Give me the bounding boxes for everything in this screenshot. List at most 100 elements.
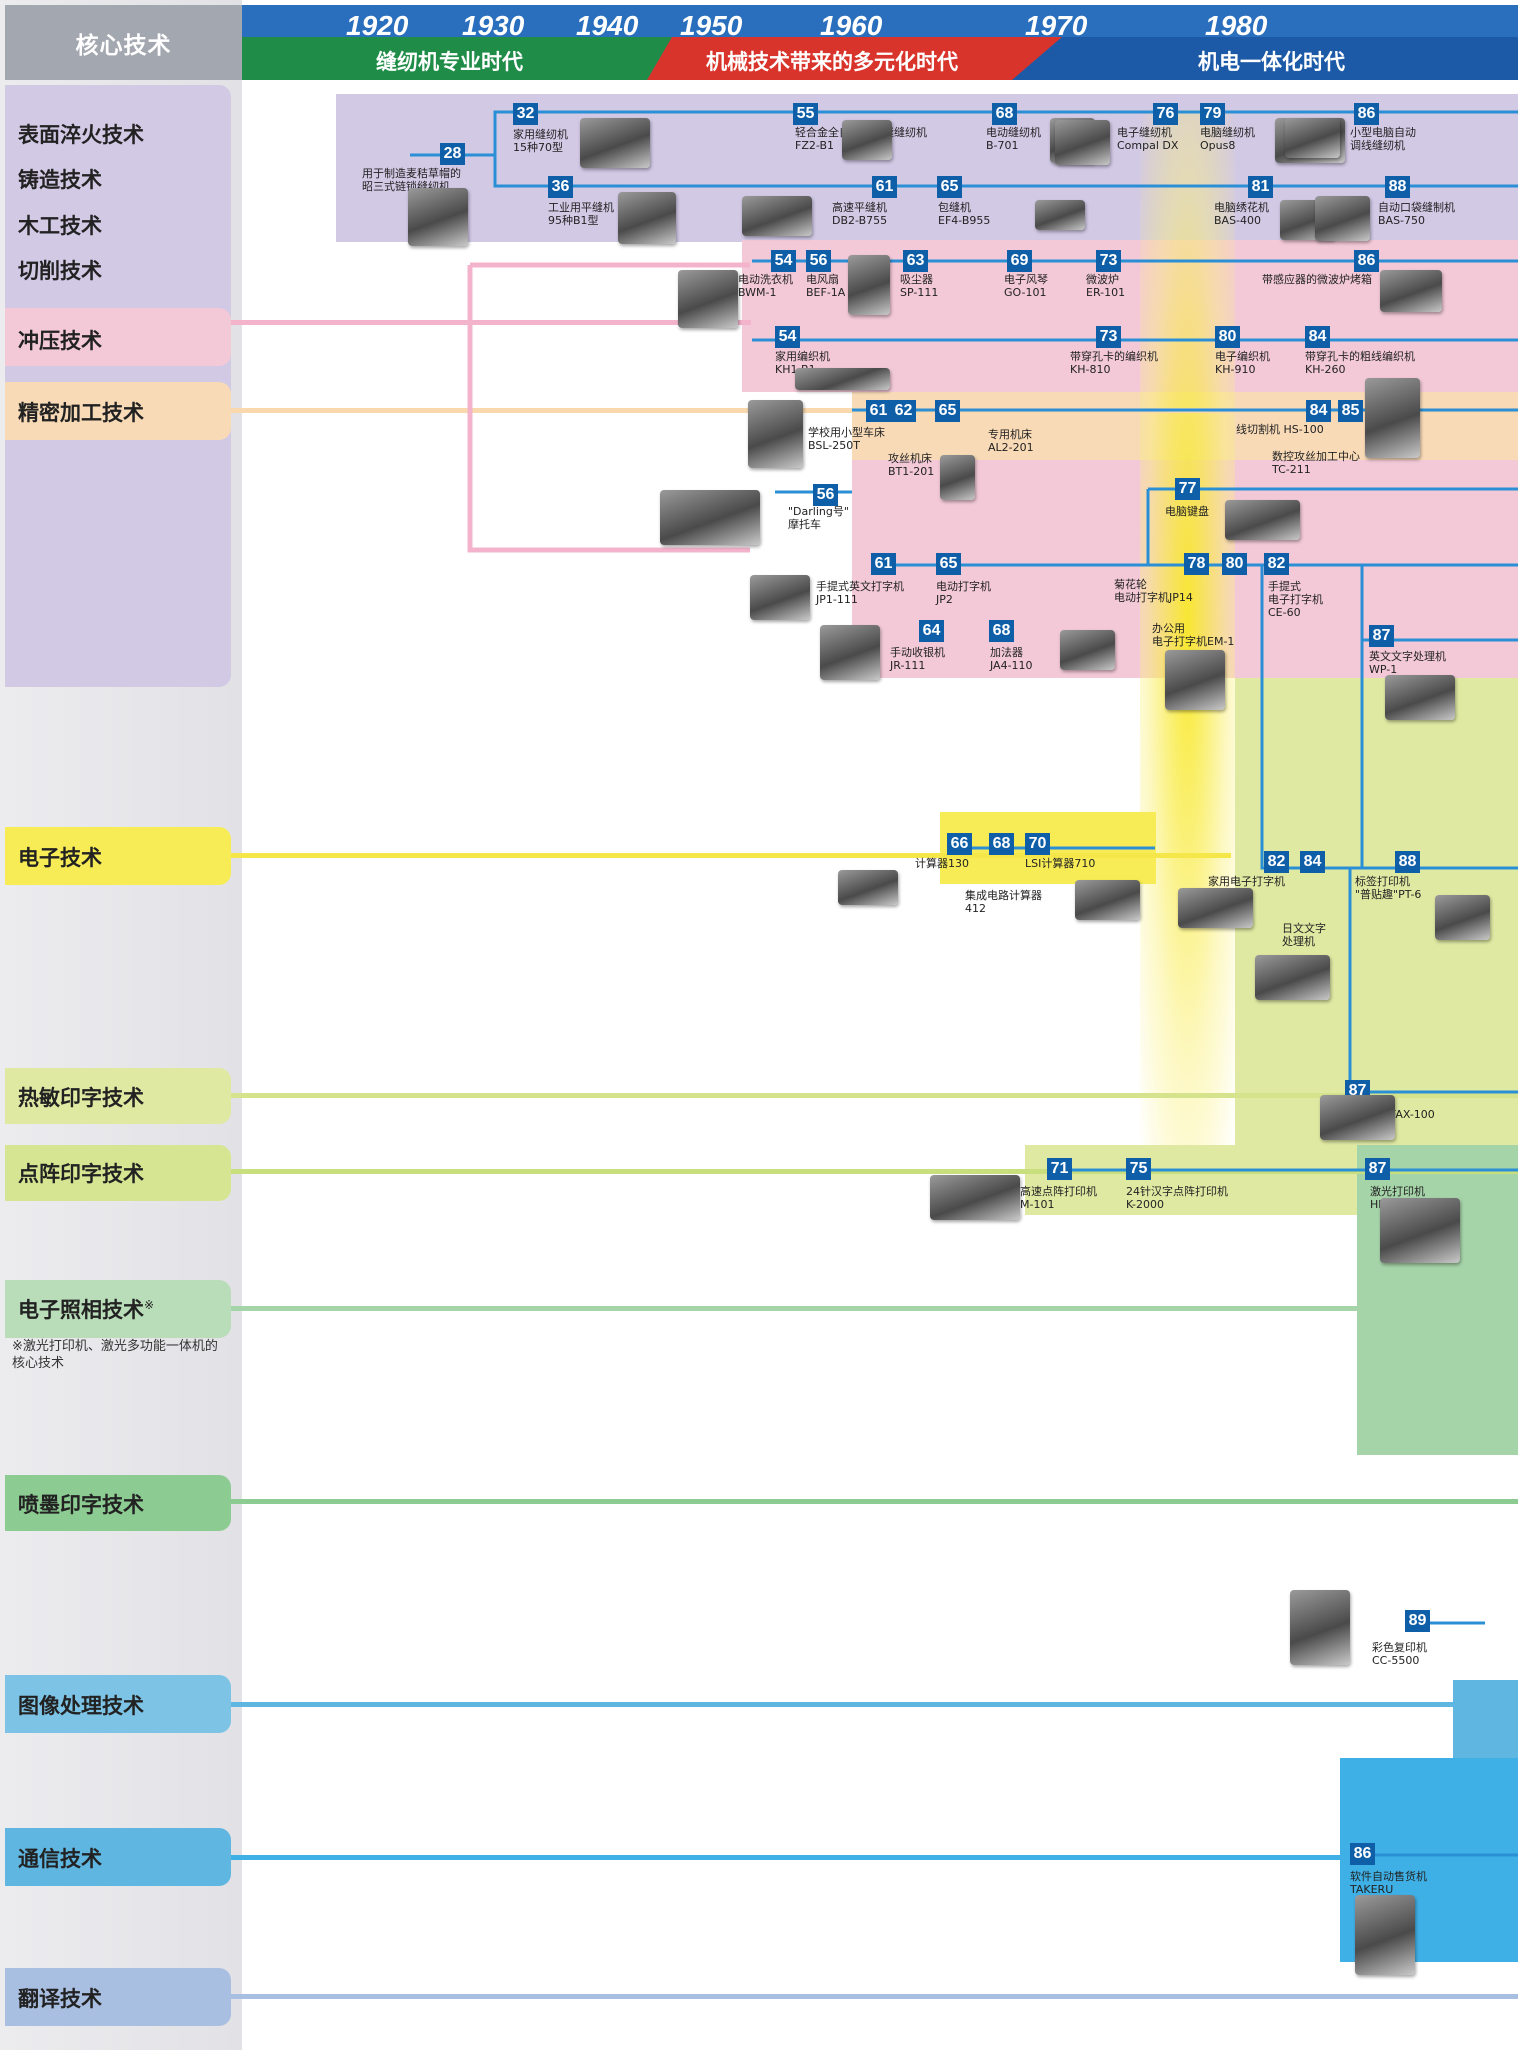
tech-box-dotmatrix — [5, 1145, 231, 1201]
sewing-machine-icon — [1285, 118, 1340, 158]
year-badge: 70 — [1025, 833, 1050, 855]
tech-label: 精密加工技术 — [18, 401, 144, 425]
pink-connector — [467, 262, 750, 553]
calculator-icon — [1075, 880, 1140, 920]
word-processor-icon — [1255, 955, 1330, 1000]
footnote: ※激光打印机、激光多功能一体机的核心技术 — [12, 1339, 218, 1371]
tech-label-text: 电子照相技术 — [18, 1298, 144, 1322]
year-badge: 68 — [992, 103, 1017, 125]
year-badge: 81 — [1248, 176, 1273, 198]
year-badge: 68 — [989, 833, 1014, 855]
milestone-label: 小型电脑自动调线缝纫机 — [1350, 126, 1416, 152]
year-badge: 78 — [1184, 553, 1209, 575]
year-badge: 88 — [1395, 851, 1420, 873]
year-badge: 77 — [1175, 478, 1200, 500]
tech-box-electrophoto — [5, 1280, 231, 1338]
year-badge: 32 — [513, 103, 538, 125]
milestone-label: 电脑键盘 — [1165, 505, 1209, 518]
knitting-machine-icon — [795, 368, 890, 390]
year-badge: 61 — [866, 400, 891, 422]
year-badge: 86 — [1350, 1843, 1375, 1865]
typewriter-icon — [1165, 650, 1225, 710]
timeline-header — [242, 5, 1518, 80]
sewing-machine-icon — [580, 118, 650, 168]
year-label: 1920 — [346, 10, 409, 41]
year-badge: 87 — [1369, 625, 1394, 647]
tech-line — [231, 1994, 1518, 1999]
year-badge: 65 — [937, 176, 962, 198]
tech-label: 图像处理技术 — [18, 1694, 144, 1718]
year-badge: 54 — [775, 326, 800, 348]
typewriter-icon — [750, 575, 810, 620]
cash-register-icon — [820, 625, 880, 680]
era-label: 缝纫机专业时代 — [376, 50, 523, 74]
machine-tool-icon — [1365, 378, 1420, 458]
milestone-label: 标签打印机"普贴趣"PT-6 — [1355, 875, 1422, 901]
label-printer-icon — [1435, 895, 1490, 940]
year-badge: 85 — [1338, 400, 1363, 422]
fax-icon — [1320, 1095, 1395, 1140]
printer-icon — [930, 1175, 1020, 1220]
tech-box-comm — [5, 1828, 231, 1886]
sewing-machine-icon — [618, 192, 676, 244]
year-label: 1950 — [680, 10, 743, 41]
milestone-label: "Darling号"摩托车 — [788, 505, 849, 531]
year-badge: 28 — [440, 143, 465, 165]
tech-line — [231, 1169, 1518, 1174]
word-processor-icon — [1385, 675, 1455, 720]
year-badge: 71 — [1047, 1158, 1072, 1180]
era-label: 机电一体化时代 — [1198, 50, 1345, 74]
vending-machine-icon — [1355, 1895, 1415, 1975]
year-badge: 73 — [1096, 250, 1121, 272]
image-region — [1453, 1680, 1518, 1760]
year-label: 1960 — [820, 10, 883, 41]
sewing-machine-icon — [408, 188, 468, 246]
tech-box-inkjet — [5, 1475, 231, 1531]
year-badge: 86 — [1354, 103, 1379, 125]
year-badge: 76 — [1153, 103, 1178, 125]
year-badge: 61 — [871, 553, 896, 575]
tech-line — [231, 1855, 1518, 1860]
year-badge: 56 — [813, 484, 838, 506]
sewing-machine-icon — [1035, 200, 1085, 230]
milestone-label: LSI计算器710 — [1025, 857, 1096, 870]
year-label: 1970 — [1025, 10, 1088, 41]
tech-line — [231, 320, 751, 325]
tech-label: 切削技术 — [18, 259, 102, 283]
tech-box-translation — [5, 1968, 231, 2026]
year-badge: 82 — [1264, 851, 1289, 873]
year-label: 1930 — [462, 10, 525, 41]
lathe-icon — [748, 400, 803, 468]
year-badge: 62 — [891, 400, 916, 422]
year-badge: 86 — [1354, 250, 1379, 272]
washing-machine-icon — [678, 270, 738, 328]
industrial-machine-icon — [1315, 196, 1370, 241]
sewing-machine-icon — [742, 196, 812, 236]
tech-box-thermal — [5, 1068, 231, 1124]
tech-box-electronics — [5, 827, 231, 885]
tech-label: 通信技术 — [18, 1847, 102, 1871]
year-badge: 55 — [793, 103, 818, 125]
milestone-label: 办公用电子打字机EM-1 — [1152, 622, 1235, 648]
year-badge: 36 — [548, 176, 573, 198]
tech-label: 电子照相技术※ — [18, 1294, 154, 1324]
year-badge: 63 — [903, 250, 928, 272]
copier-icon — [1290, 1590, 1350, 1665]
tech-label: 翻译技术 — [18, 1987, 102, 2011]
year-badge: 54 — [771, 250, 796, 272]
tech-line — [231, 1093, 1518, 1098]
